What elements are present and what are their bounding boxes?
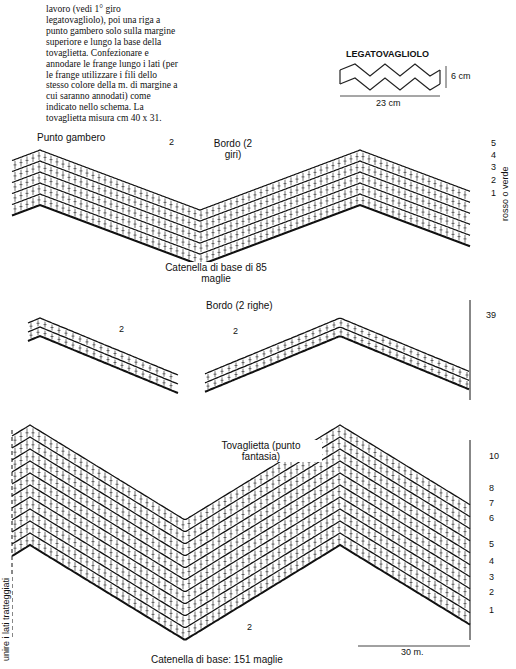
chart-label: Catenella di base: 151 maglie <box>150 654 284 665</box>
chart-label: Tovaglietta (punto fantasia) <box>200 440 322 462</box>
row-number: 1 <box>488 606 495 616</box>
chart-stroke <box>12 509 470 603</box>
row-number: 2 <box>232 327 239 337</box>
row-number: 7 <box>488 499 495 509</box>
chart-stroke <box>14 152 467 263</box>
row-number: 6 <box>488 514 495 524</box>
row-number: 39 <box>485 311 497 321</box>
chart-stroke <box>12 461 470 555</box>
chart-stroke <box>12 521 470 615</box>
chart-label: 23 cm <box>375 99 402 109</box>
chart-stroke <box>12 194 470 254</box>
row-number: 2 <box>490 176 497 186</box>
row-number: 5 <box>488 540 495 550</box>
chart-stroke <box>12 437 470 531</box>
row-lines <box>12 150 470 639</box>
row-number: 8 <box>488 484 495 494</box>
chart-stroke <box>12 425 470 519</box>
row-number: 5 <box>490 139 497 149</box>
chart-stroke <box>28 327 178 384</box>
row-number: 10 <box>488 452 500 462</box>
chart-label: Punto gambero <box>36 132 106 143</box>
chart-stroke <box>12 183 470 243</box>
chart-stroke <box>12 473 470 567</box>
row-number: 4 <box>488 557 495 567</box>
row-number: 2 <box>168 138 175 148</box>
side-note: rosso o verde <box>501 165 511 222</box>
row-number: 3 <box>490 163 497 173</box>
row-number: 3 <box>488 573 495 583</box>
chart-label: LEGATOVAGLIOLO <box>345 50 430 60</box>
chart-label: lavoro (vedi 1° giro legatovagliolo), po… <box>45 4 179 124</box>
row-number: 1 <box>490 189 497 199</box>
chart-stroke <box>12 449 470 543</box>
chart-stroke <box>12 205 470 265</box>
napkin-ring-sketch <box>340 64 446 96</box>
chart-stroke <box>12 172 470 232</box>
chart-edges <box>12 300 470 646</box>
chart-stroke <box>12 533 470 627</box>
chart-label: Bordo (2 righe) <box>205 300 274 311</box>
chart-label: 30 m. <box>400 648 425 658</box>
chart-stroke <box>12 485 470 579</box>
chart-stroke <box>28 318 178 375</box>
chart-label: 6 cm <box>450 72 472 82</box>
row-number: 4 <box>490 151 497 161</box>
chart-stroke <box>12 161 470 221</box>
chart-stroke <box>30 320 173 388</box>
chart-stroke <box>12 545 470 639</box>
chart-label: Catenella di base di 85 maglie <box>160 262 272 284</box>
row-number: 2 <box>118 325 125 335</box>
chart-stroke <box>28 336 178 393</box>
row-number: 2 <box>488 588 495 598</box>
side-note: unire i lati tratteggiati <box>2 577 12 662</box>
chart-label: Bordo (2 giri) <box>208 138 258 160</box>
row-number: 2 <box>246 623 253 633</box>
chart-stroke <box>205 336 469 391</box>
chart-stroke <box>205 318 469 373</box>
